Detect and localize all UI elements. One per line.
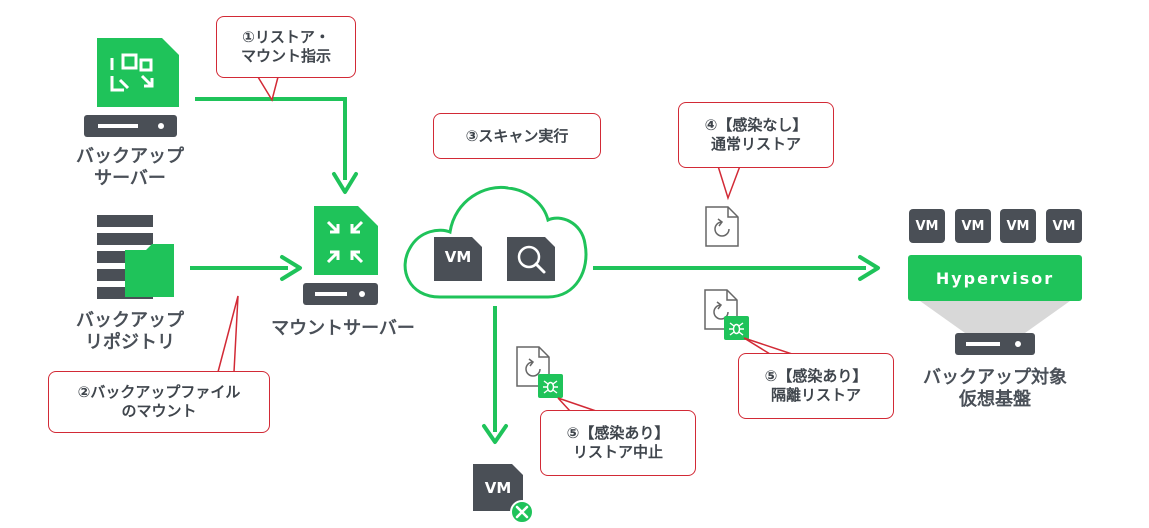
hypervisor-vm-3: VM [1000,209,1036,243]
callout-mount-instruction: ①リストア・マウント指示 [216,16,356,78]
abort-restore-arrow [482,306,508,444]
callout-clean-restore: ④【感染なし】通常リストア [678,102,834,168]
scan-cloud [403,185,588,299]
infected-file-icon [704,289,749,340]
hypervisor-vm-2: VM [955,209,991,243]
callout-abort-restore: ⑤【感染あり】リストア中止 [540,410,696,476]
cloud-vm-label: VM [444,248,472,266]
restore-file-icon [705,206,739,247]
callout-scan: ③スキャン実行 [433,113,601,159]
repository-icon [97,215,174,299]
aborted-vm-icon [473,464,534,524]
callout-isolated-restore: ⑤【感染あり】隔離リストア [738,353,894,419]
callout-backup-file-mount: ②バックアップファイルのマウント [48,371,270,433]
mount-instruction-arrow [195,97,358,194]
backup-server-label: バックアップ サーバー [76,146,184,189]
hypervisor-vm-4: VM [1046,209,1082,243]
repository-label: バックアップ リポジトリ [76,310,184,353]
restore-to-hypervisor-arrow [593,255,880,281]
backup-server-icon [84,38,179,137]
infected-file-icon-aborted [516,346,563,398]
callout-pointers [217,76,793,412]
hypervisor-base [920,301,1070,355]
mount-server-label: マウントサーバー [271,318,415,339]
search-icon [507,237,555,281]
hypervisor-vm-1: VM [909,209,945,243]
repository-mount-arrow [190,255,302,281]
target-label: バックアップ対象 仮想基盤 [923,367,1067,410]
aborted-vm-label: VM [484,479,512,497]
cloud-vm-icon [434,237,482,281]
mount-server-icon [303,206,378,305]
hypervisor-bar: Hypervisor [908,255,1082,301]
